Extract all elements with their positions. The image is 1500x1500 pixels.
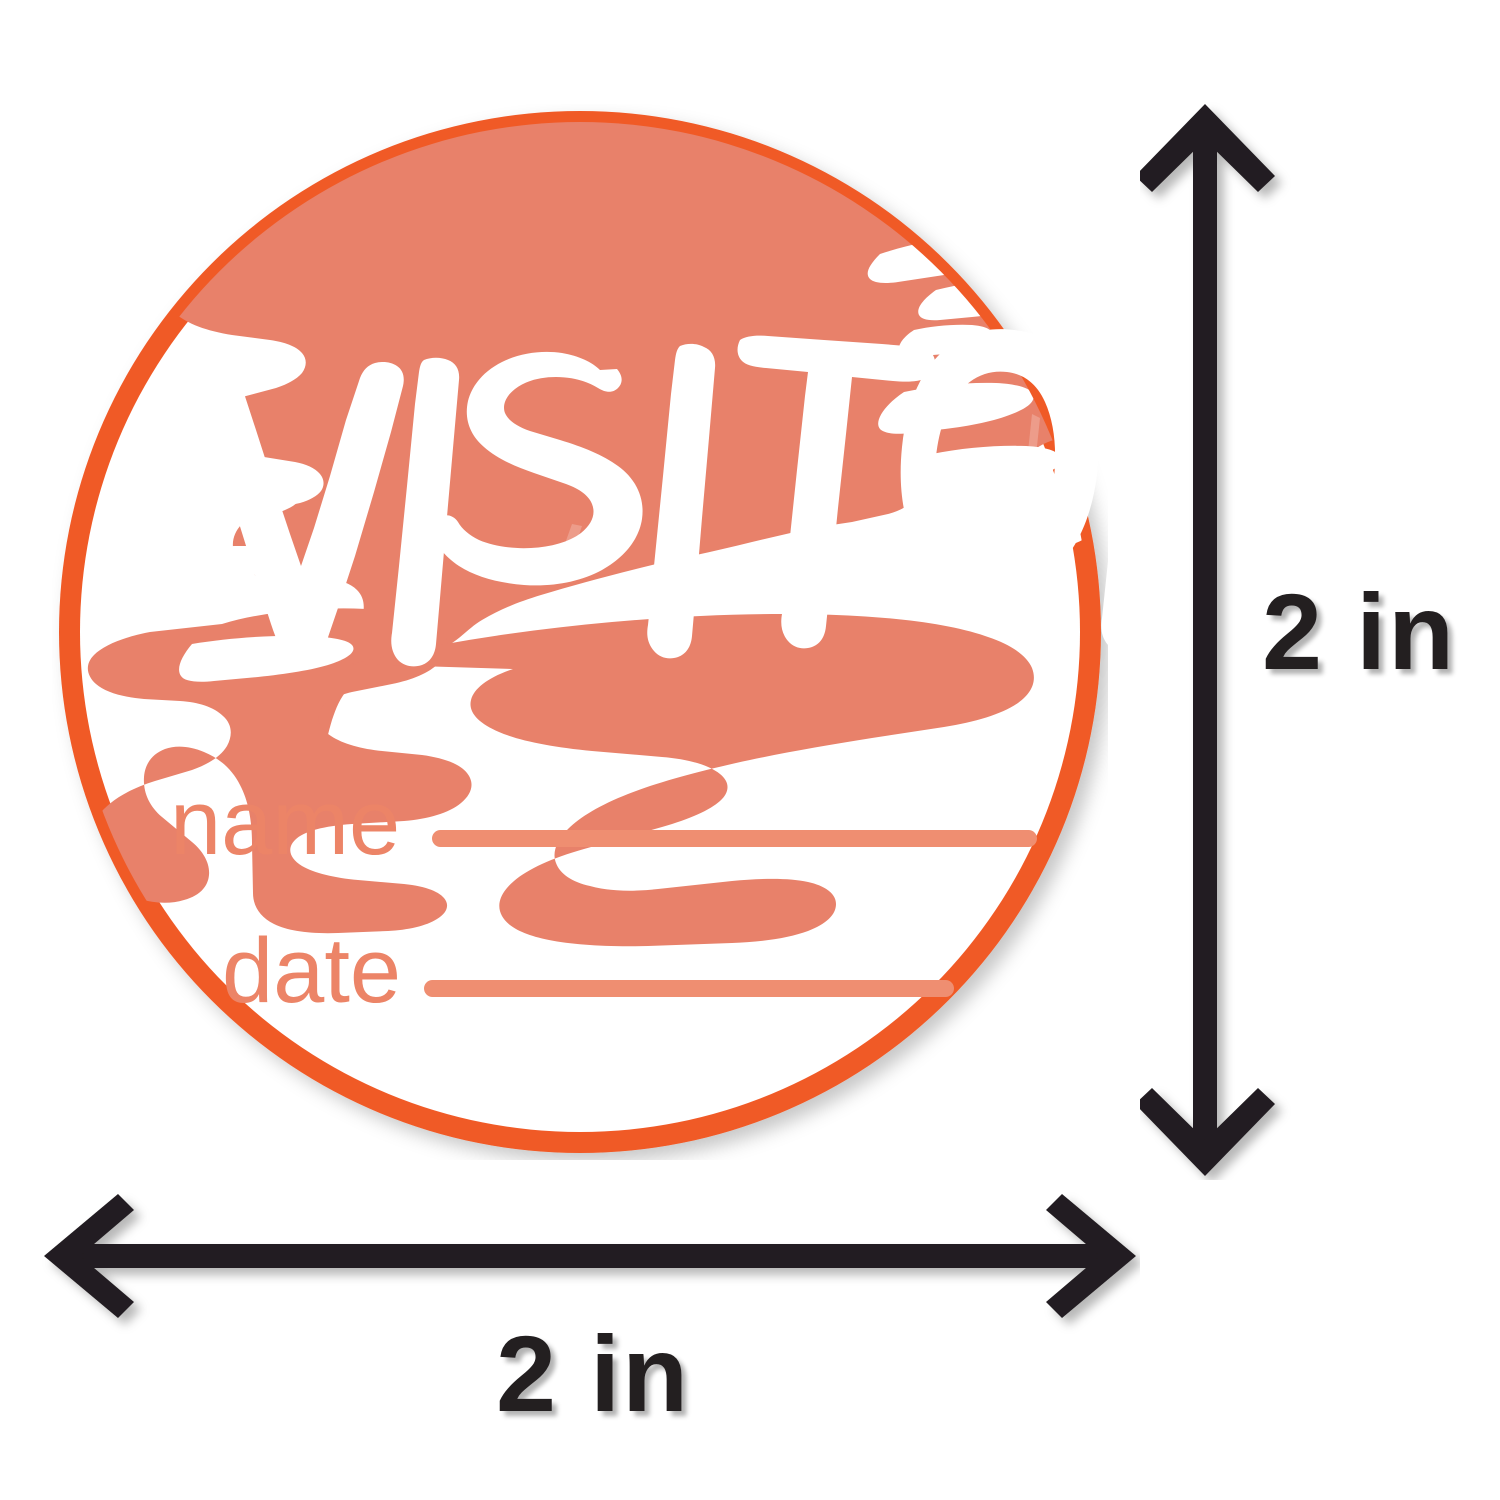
visitor-sticker[interactable]: name date — [52, 104, 1108, 1160]
sticker-title-visitor — [197, 329, 1108, 667]
double-headed-left-right-arrow-icon — [44, 1194, 1136, 1318]
height-dimension-arrow — [1140, 100, 1300, 1180]
height-dimension-label: 2 in — [1262, 571, 1457, 692]
field-label-name: name — [170, 772, 400, 874]
width-dimension-arrow — [40, 1190, 1140, 1350]
field-row-name[interactable]: name — [170, 772, 1037, 874]
field-line-name[interactable] — [432, 830, 1037, 847]
double-headed-up-down-arrow-icon — [1140, 104, 1275, 1176]
width-dimension-label: 2 in — [496, 1313, 691, 1434]
sticker-graphic: name date — [59, 111, 1108, 1153]
field-row-date[interactable]: date — [222, 920, 954, 1022]
field-label-date: date — [222, 920, 401, 1022]
field-line-date[interactable] — [424, 980, 954, 997]
